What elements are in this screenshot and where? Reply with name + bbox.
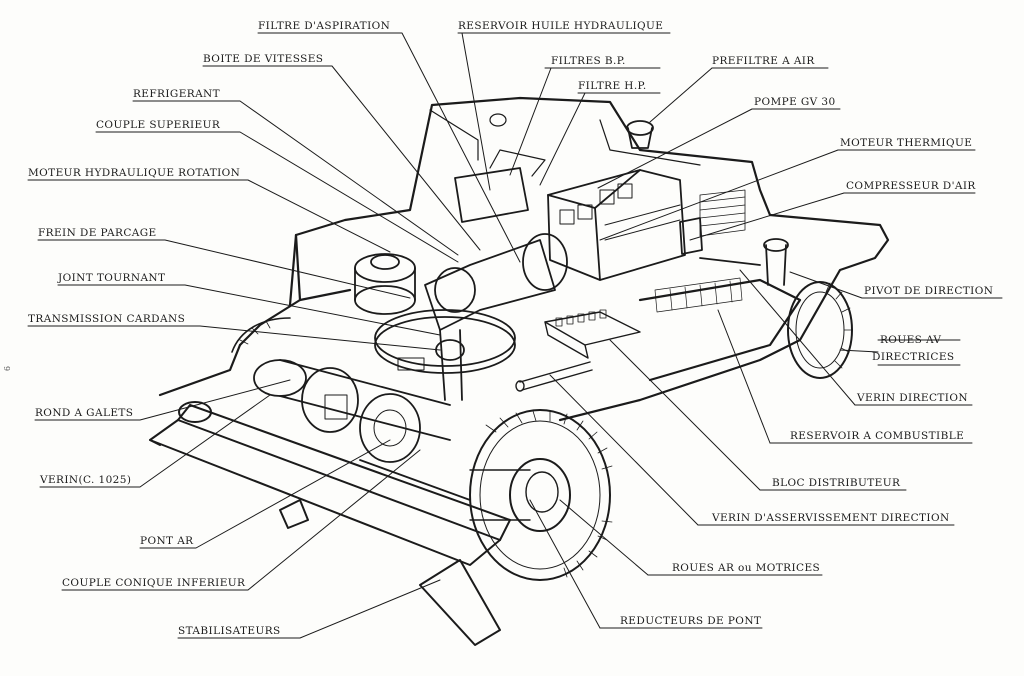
rear-axle — [253, 359, 471, 501]
label-moteur-thermique: MOTEUR THERMIQUE — [840, 137, 973, 149]
label-reducteurs-pont: REDUCTEURS DE PONT — [620, 615, 762, 627]
label-frein-parcage: FREIN DE PARCAGE — [38, 227, 157, 239]
label-verin-direction: VERIN DIRECTION — [857, 392, 968, 404]
label-roues-av: ROUES AV — [880, 334, 942, 346]
label-prefiltre-air: PREFILTRE A AIR — [712, 55, 815, 67]
label-transmission-cardans: TRANSMISSION CARDANS — [28, 313, 186, 325]
label-verin-asservissement: VERIN D'ASSERVISSEMENT DIRECTION — [712, 512, 950, 524]
label-reservoir-huile: RESERVOIR HUILE HYDRAULIQUE — [458, 20, 664, 32]
label-joint-tournant: JOINT TOURNANT — [58, 272, 166, 284]
rear-wheel — [469, 409, 613, 581]
page-mark: 9 — [2, 365, 12, 372]
label-moteur-hydraulique-rotation: MOTEUR HYDRAULIQUE ROTATION — [28, 167, 241, 179]
label-filtre-hp: FILTRE H.P. — [578, 80, 647, 92]
label-pont-ar: PONT AR — [140, 535, 194, 547]
label-stabilisateurs: STABILISATEURS — [178, 625, 281, 637]
label-verin-c1025: VERIN(C. 1025) — [40, 474, 132, 486]
label-reservoir-combustible: RESERVOIR A COMBUSTIBLE — [790, 430, 965, 442]
label-rond-galets: ROND A GALETS — [35, 407, 134, 419]
leader-lines — [27, 32, 1003, 639]
label-compresseur-air: COMPRESSEUR D'AIR — [846, 180, 976, 192]
label-bloc-distributeur: BLOC DISTRIBUTEUR — [772, 477, 901, 489]
label-pivot-direction: PIVOT DE DIRECTION — [864, 285, 994, 297]
engine — [454, 113, 789, 286]
label-boite-vitesses: BOITE DE VITESSES — [203, 53, 324, 65]
label-filtres-bp: FILTRES B.P. — [551, 55, 626, 67]
slewing-ring — [354, 253, 516, 374]
label-pompe-gv30: POMPE GV 30 — [754, 96, 836, 108]
label-filtre-aspiration: FILTRE D'ASPIRATION — [258, 20, 391, 32]
label-couple-conique-inferieur: COUPLE CONIQUE INFERIEUR — [62, 577, 246, 589]
distributor-block — [515, 309, 641, 392]
front-wheel — [231, 281, 853, 379]
label-directrices: DIRECTRICES — [872, 351, 955, 363]
label-refrigerant: REFRIGERANT — [133, 88, 221, 100]
label-couple-superieur: COUPLE SUPERIEUR — [96, 119, 221, 131]
chassis — [158, 96, 890, 422]
stabilizer-beam — [149, 401, 511, 646]
label-roues-ar-motrices: ROUES AR ou MOTRICES — [672, 562, 821, 574]
